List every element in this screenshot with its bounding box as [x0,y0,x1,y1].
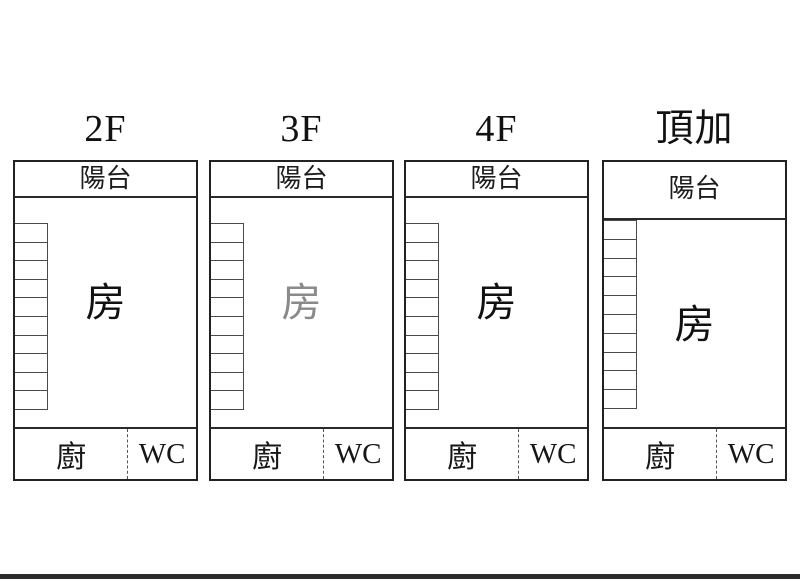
room-label: 房 [281,280,322,325]
stair-step [211,298,244,317]
stair-step [406,223,439,243]
floor-title-dingjia: 頂加 [655,108,734,150]
stair-step [406,335,439,355]
stair-step [211,354,244,373]
floorplan-unit-2f: 2F 陽台 房 廚 WC [13,106,198,486]
floor-title-3f: 3F [280,108,323,150]
room-area: 房 [406,198,587,427]
room-label: 房 [85,280,126,325]
stair-step [15,354,48,373]
balcony-area: 陽台 [604,162,785,220]
stair-step [604,239,637,259]
staircase [211,223,244,410]
stair-step [15,279,48,299]
stair-step [604,277,637,297]
plan-outline-3f: 陽台 房 廚 WC [209,160,394,481]
floor-title-4f: 4F [475,108,518,150]
staircase [15,223,48,410]
room-area: 房 [604,220,785,427]
floorplan-unit-3f: 3F 陽台 房 廚 WC [209,106,394,486]
wc-label: WC [127,429,196,479]
stair-step [406,279,439,299]
wc-label: WC [323,429,392,479]
stair-step [211,335,244,355]
kitchen-label: 廚 [645,441,676,474]
plan-outline-2f: 陽台 房 廚 WC [13,160,198,481]
room-label: 房 [674,302,715,347]
stair-step [406,354,439,373]
stair-step [604,333,637,353]
balcony-area: 陽台 [211,162,392,198]
stair-step [604,258,637,278]
stair-step [604,371,637,391]
stair-step [15,391,48,410]
stair-step [604,314,637,334]
stair-step [15,261,48,280]
stair-step [406,298,439,317]
room-label: 房 [476,280,517,325]
plan-outline-dingjia: 陽台 房 廚 WC [602,160,787,481]
balcony-label: 陽台 [275,164,328,193]
room-area: 房 [15,198,196,427]
stair-step [211,261,244,280]
stair-step [15,372,48,392]
staircase [604,220,637,409]
kitchen-label: 廚 [56,441,87,474]
balcony-area: 陽台 [15,162,196,198]
stair-step [406,316,439,336]
stair-step [15,242,48,262]
stair-step [211,242,244,262]
stair-step [604,220,637,240]
kitchen-label: 廚 [447,441,478,474]
balcony-label: 陽台 [668,174,721,203]
service-strip: 廚 WC [15,427,196,479]
service-strip: 廚 WC [211,427,392,479]
stair-step [15,298,48,317]
stair-step [211,279,244,299]
stair-step [211,391,244,410]
wc-label: WC [716,429,785,479]
service-strip: 廚 WC [406,427,587,479]
stair-step [406,242,439,262]
window-bottom-edge [0,574,800,579]
stair-step [15,223,48,243]
stair-step [15,335,48,355]
wc-label: WC [518,429,587,479]
service-strip: 廚 WC [604,427,785,479]
stair-step [604,352,637,372]
kitchen-label: 廚 [252,441,283,474]
balcony-area: 陽台 [406,162,587,198]
stair-step [406,261,439,280]
plan-outline-4f: 陽台 房 廚 WC [404,160,589,481]
stair-step [406,372,439,392]
floor-title-2f: 2F [84,108,127,150]
staircase [406,223,439,410]
stair-step [211,223,244,243]
stair-step [211,316,244,336]
floorplan-unit-dingjia: 頂加 陽台 房 廚 WC [602,106,787,486]
room-area: 房 [211,198,392,427]
stair-step [604,390,637,409]
stair-step [15,316,48,336]
floorplan-unit-4f: 4F 陽台 房 廚 WC [404,106,589,486]
stair-step [211,372,244,392]
balcony-label: 陽台 [470,164,523,193]
stair-step [604,296,637,315]
stair-step [406,391,439,410]
balcony-label: 陽台 [79,164,132,193]
